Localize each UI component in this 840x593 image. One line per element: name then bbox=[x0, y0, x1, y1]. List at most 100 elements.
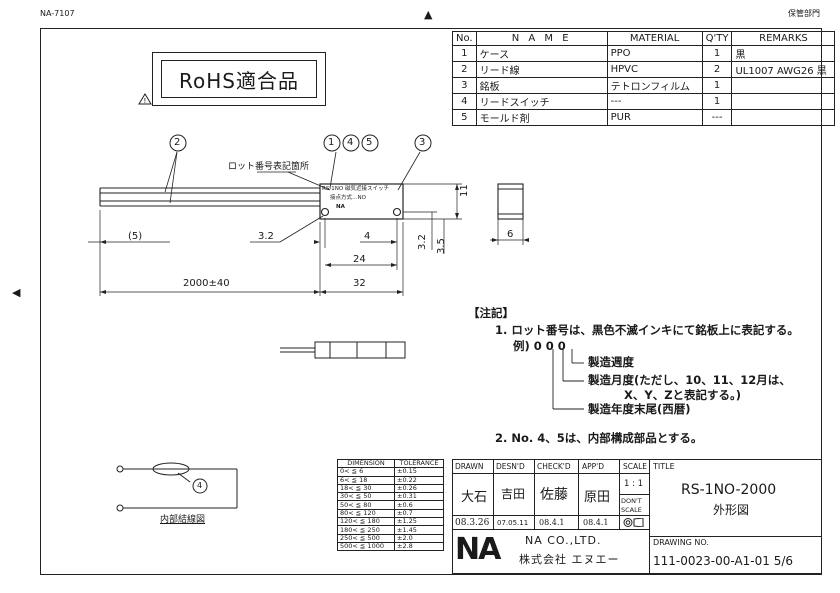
cell: 1 bbox=[701, 45, 733, 62]
cell bbox=[731, 77, 836, 94]
cell: UL1007 AWG26 黒 bbox=[731, 61, 836, 78]
circuit-callout: 4 bbox=[197, 481, 203, 490]
sign-desn: 吉田 bbox=[501, 487, 526, 501]
sign-check: 佐藤 bbox=[540, 487, 568, 503]
cell: ±0.15 bbox=[394, 467, 444, 477]
cell: 2 bbox=[701, 61, 733, 78]
cell: ±2.8 bbox=[394, 541, 444, 552]
cell: PUR bbox=[606, 109, 703, 126]
col-no: No. bbox=[452, 31, 477, 46]
plate-line3: NA bbox=[336, 204, 345, 210]
callout-5: 5 bbox=[366, 137, 373, 148]
label-checkd: CHECK'D bbox=[537, 462, 571, 471]
dim-5: (5) bbox=[128, 231, 143, 242]
table-row: 500< ≦ 1000±2.8 bbox=[337, 541, 444, 552]
dim-32: 32 bbox=[353, 278, 366, 289]
title-label: TITLE bbox=[653, 462, 675, 471]
cell: 4 bbox=[452, 93, 477, 110]
drawing-frame bbox=[40, 28, 822, 575]
cell: 500< ≦ 1000 bbox=[337, 541, 395, 552]
note-example: 例) 0 0 0 bbox=[513, 339, 566, 353]
cell: 3 bbox=[452, 77, 477, 94]
table-row: 2 リード線 HPVC 2 UL1007 AWG26 黒 bbox=[452, 61, 836, 78]
note-year: 製造年度末尾(西暦) bbox=[588, 402, 691, 416]
parts-header-row: No. N A M E MATERIAL Q'TY REMARKS bbox=[452, 31, 836, 46]
dim-24: 24 bbox=[353, 254, 366, 265]
parts-table: No. N A M E MATERIAL Q'TY REMARKS 1 ケース … bbox=[452, 31, 836, 126]
label-appd: APP'D bbox=[582, 462, 605, 471]
dim-11: 11 bbox=[459, 184, 470, 197]
note-1: 1. ロット番号は、黒色不滅インキにて銘板上に表記する。 bbox=[495, 323, 799, 337]
center-mark-top: ▲ bbox=[424, 8, 433, 21]
notes-title: 【注記】 bbox=[468, 306, 514, 320]
cell: 銘板 bbox=[475, 77, 608, 94]
callout-3: 3 bbox=[419, 137, 426, 148]
table-row: 5 モールド剤 PUR --- bbox=[452, 109, 836, 126]
header-dept: 保管部門 bbox=[788, 9, 820, 18]
cell: 2 bbox=[452, 61, 477, 78]
table-row: 0< ≦ 6±0.15 bbox=[337, 467, 444, 477]
cell: --- bbox=[606, 93, 703, 110]
cell: モールド剤 bbox=[475, 109, 608, 126]
date-app: 08.4.1 bbox=[583, 518, 609, 527]
col-qty: Q'TY bbox=[701, 31, 733, 46]
sign-app: 原田 bbox=[584, 490, 611, 505]
label-drawn: DRAWN bbox=[455, 462, 484, 471]
dim-6: 6 bbox=[507, 229, 514, 240]
company-logo: NA bbox=[455, 532, 501, 567]
title-main: RS-1NO-2000 bbox=[681, 482, 777, 498]
tolerance-table: DIMENSION TOLERANCE 0< ≦ 6±0.15 6< ≦ 18±… bbox=[337, 458, 444, 552]
cell: --- bbox=[701, 109, 733, 126]
table-row: 30< ≦ 50±0.31 bbox=[337, 492, 444, 502]
table-row: 4 リードスイッチ --- 1 bbox=[452, 93, 836, 110]
table-row: 3 銘板 テトロンフィルム 1 bbox=[452, 77, 836, 94]
drawing-no-label: DRAWING NO. bbox=[653, 538, 709, 547]
dim-4: 4 bbox=[364, 231, 371, 242]
cell: HPVC bbox=[606, 61, 703, 78]
table-row: 120< ≦ 180±1.25 bbox=[337, 517, 444, 527]
lot-label: ロット番号表記箇所 bbox=[228, 162, 310, 172]
dim-3-2-left: 3.2 bbox=[258, 231, 274, 242]
header-code: NA-7107 bbox=[40, 9, 75, 18]
cell: ±1.45 bbox=[394, 525, 444, 535]
plate-line2: 接点方式…NO bbox=[330, 195, 366, 201]
date-desn: 07.05.11 bbox=[497, 519, 529, 527]
drawing-no: 111-0023-00-A1-01 5/6 bbox=[653, 554, 794, 568]
callout-1: 1 bbox=[328, 137, 335, 148]
company-name-jp: 株式会社 エヌエー bbox=[519, 553, 620, 566]
cell: 5 bbox=[452, 109, 477, 126]
note-week: 製造週度 bbox=[588, 355, 634, 369]
center-mark-left: ◀ bbox=[12, 286, 21, 299]
cell bbox=[731, 93, 836, 110]
col-material: MATERIAL bbox=[606, 31, 703, 46]
col-name: N A M E bbox=[475, 31, 608, 46]
table-row: 180< ≦ 250±1.45 bbox=[337, 525, 444, 535]
rohs-box: RoHS適合品 bbox=[152, 52, 326, 106]
date-drawn: 08.3.26 bbox=[455, 518, 490, 528]
cell: PPO bbox=[606, 45, 703, 62]
label-scale: SCALE bbox=[623, 462, 648, 471]
callout-2: 2 bbox=[174, 137, 181, 148]
cell: リードスイッチ bbox=[475, 93, 608, 110]
cell: 1 bbox=[452, 45, 477, 62]
label-desnd: DESN'D bbox=[496, 462, 525, 471]
title-block: DRAWN DESN'D CHECK'D APP'D SCALE 大石 吉田 佐… bbox=[452, 459, 821, 574]
cell: 30< ≦ 50 bbox=[337, 492, 395, 502]
cell: 1 bbox=[701, 93, 733, 110]
cell: 0< ≦ 6 bbox=[337, 467, 395, 477]
callout-4: 4 bbox=[347, 137, 354, 148]
cell: ケース bbox=[475, 45, 608, 62]
note-2: 2. No. 4、5は、内部構成部品とする。 bbox=[495, 431, 703, 445]
projection-icon bbox=[623, 518, 645, 527]
sign-drawn: 大石 bbox=[461, 490, 488, 505]
table-row: 1 ケース PPO 1 黒 bbox=[452, 45, 836, 62]
note-month2: X、Y、Zと表記する。) bbox=[624, 388, 742, 402]
scale-value: 1 : 1 bbox=[624, 479, 644, 489]
cell bbox=[731, 109, 836, 126]
cell: リード線 bbox=[475, 61, 608, 78]
dont-scale: DON'T SCALE bbox=[621, 497, 642, 514]
cell: 180< ≦ 250 bbox=[337, 525, 395, 535]
dim-3-2-right: 3.2 bbox=[417, 234, 428, 250]
cell: 1 bbox=[701, 77, 733, 94]
circuit-label: 内部結線図 bbox=[160, 515, 206, 525]
